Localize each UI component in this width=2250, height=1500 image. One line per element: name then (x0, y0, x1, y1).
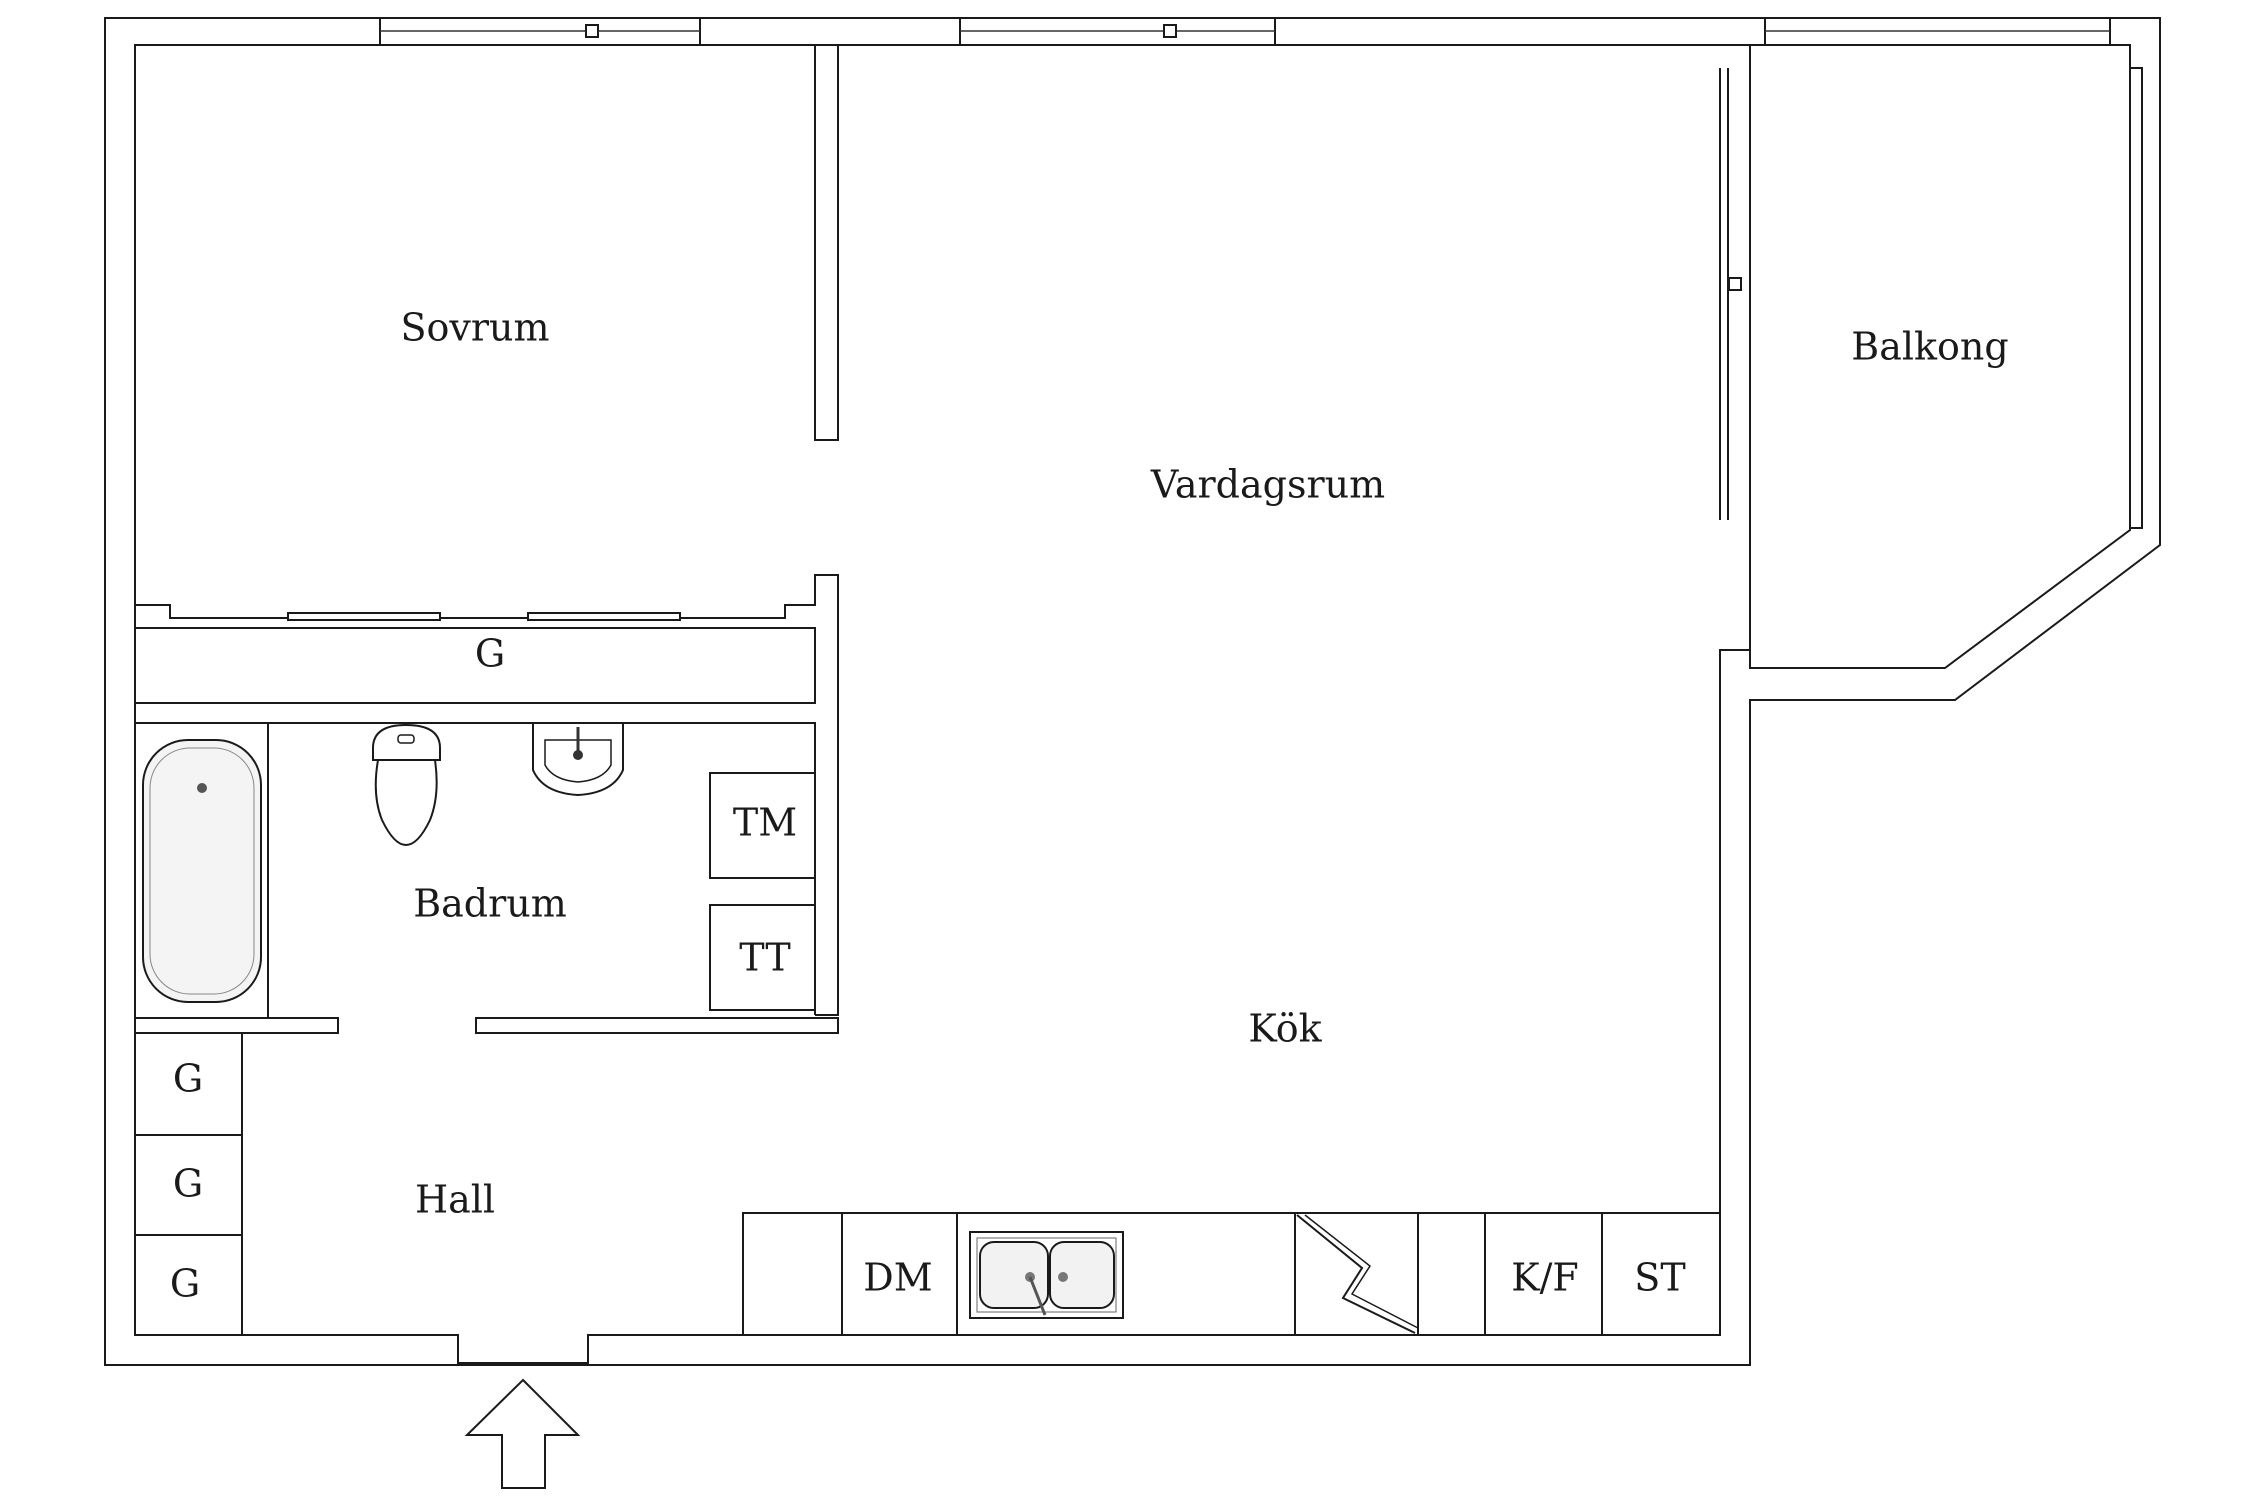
fixture-label-tumble-dryer: TT (739, 936, 790, 980)
outer-walls (104, 17, 2161, 1366)
room-label-hall: Hall (415, 1178, 495, 1222)
fixture-label-dishwasher: DM (863, 1256, 932, 1300)
fixture-label-wardrobe-bedroom: G (475, 632, 505, 676)
bathtub-icon (142, 739, 262, 1003)
room-label-kok: Kök (1248, 1007, 1322, 1051)
fixture-label-fridge-freezer: K/F (1511, 1256, 1579, 1300)
room-label-balkong: Balkong (1851, 325, 2008, 369)
fixture-label-stove: ST (1634, 1256, 1685, 1300)
fixture-label-wardrobe-hall-2: G (173, 1162, 203, 1206)
wardrobe-door-2 (527, 612, 681, 621)
kitchen-counter (742, 1212, 1720, 1336)
wardrobe-door-1 (287, 612, 441, 621)
balcony-door-handle (1728, 277, 1742, 291)
wardrobe-bedroom (134, 627, 816, 704)
arrow-up-icon (464, 1378, 581, 1489)
fixture-label-wardrobe-hall-1: G (173, 1057, 203, 1101)
room-label-vardagsrum: Vardagsrum (1150, 463, 1385, 507)
washbasin-icon (532, 722, 624, 797)
toilet-icon (372, 723, 441, 847)
fixture-label-washing-machine: TM (733, 801, 797, 845)
hall-wardrobes (134, 1032, 243, 1336)
room-label-badrum: Badrum (413, 882, 567, 926)
laundry-cabinets (709, 772, 816, 1011)
sink-icon (969, 1231, 1124, 1319)
zigzag-icon (1296, 1214, 1419, 1334)
room-label-sovrum: Sovrum (400, 306, 549, 350)
fixture-label-wardrobe-hall-3: G (170, 1262, 200, 1306)
